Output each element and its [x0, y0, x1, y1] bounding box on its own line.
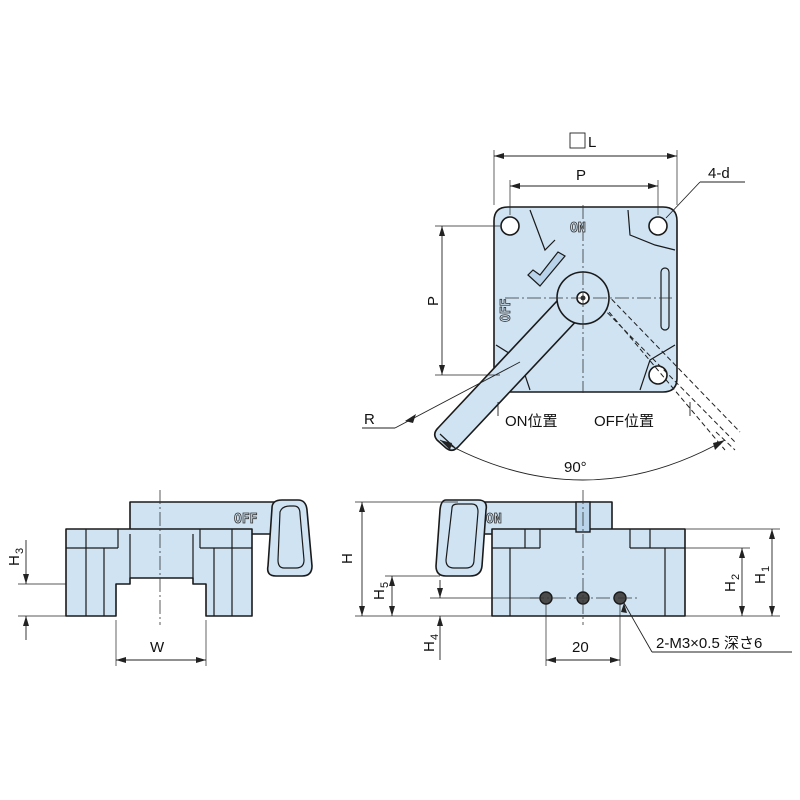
dim-H: H [339, 501, 492, 617]
dim-H2: H 2 [685, 547, 780, 617]
dim-thread-note: 2-M3×0.5 深さ6 [621, 602, 792, 653]
svg-text:H: H [722, 581, 739, 592]
svg-text:P: P [576, 167, 586, 184]
mount-hole-top-left [500, 216, 520, 236]
svg-text:L: L [588, 134, 596, 151]
svg-text:5: 5 [379, 582, 391, 588]
dim-H4: H 4 [421, 580, 540, 660]
side-view: ON [435, 490, 686, 625]
dim-P-side: P [425, 225, 500, 376]
off-mark: OFF [499, 298, 514, 322]
svg-text:90°: 90° [564, 459, 587, 476]
svg-text:20: 20 [572, 639, 589, 656]
svg-text:H: H [339, 553, 356, 564]
svg-text:H: H [421, 641, 438, 652]
top-view: ON OFF [433, 205, 741, 452]
dim-R: R [362, 361, 521, 429]
dim-W: W [115, 620, 207, 666]
dim-L: L [493, 132, 678, 205]
square-symbol [569, 132, 586, 149]
front-base [65, 528, 253, 617]
side-base [491, 528, 686, 617]
svg-text:H: H [752, 573, 769, 584]
svg-text:H: H [371, 589, 388, 600]
lever-off-position [584, 281, 741, 451]
side-lever-handle [435, 499, 488, 577]
front-view: OFF [65, 490, 313, 625]
on-mark: ON [570, 221, 586, 236]
front-off-mark: OFF [234, 512, 258, 527]
svg-text:3: 3 [14, 548, 26, 554]
dim-H5: H 5 [371, 575, 440, 616]
side-on-mark: ON [486, 512, 502, 527]
thread-note: 2-M3×0.5 深さ6 [656, 635, 762, 652]
svg-text:1: 1 [760, 566, 772, 572]
mount-hole-bottom-right [648, 365, 668, 385]
dim-H3: H 3 [6, 540, 66, 640]
front-lever-handle [266, 499, 313, 577]
top-plateau-edge [495, 209, 676, 391]
position-labels: ON位置 OFF位置 [497, 402, 691, 430]
svg-text:OFF位置: OFF位置 [594, 413, 654, 430]
svg-text:R: R [364, 411, 375, 428]
check-mark-emboss [527, 251, 566, 287]
svg-text:H: H [6, 555, 23, 566]
svg-text:ON位置: ON位置 [505, 413, 558, 430]
side-slot [660, 267, 670, 331]
dim-20: 20 [545, 604, 621, 666]
svg-text:P: P [425, 296, 442, 306]
svg-text:4: 4 [429, 634, 441, 640]
dim-P-top: P [509, 167, 659, 215]
dim-90-arc: 90° [439, 439, 726, 481]
dim-4d: 4-d [665, 165, 745, 219]
mount-hole-top-right [648, 216, 668, 236]
dim-H1: H 1 [685, 528, 780, 616]
svg-text:W: W [150, 639, 165, 656]
svg-text:2: 2 [730, 574, 742, 580]
svg-text:4-d: 4-d [708, 165, 730, 182]
